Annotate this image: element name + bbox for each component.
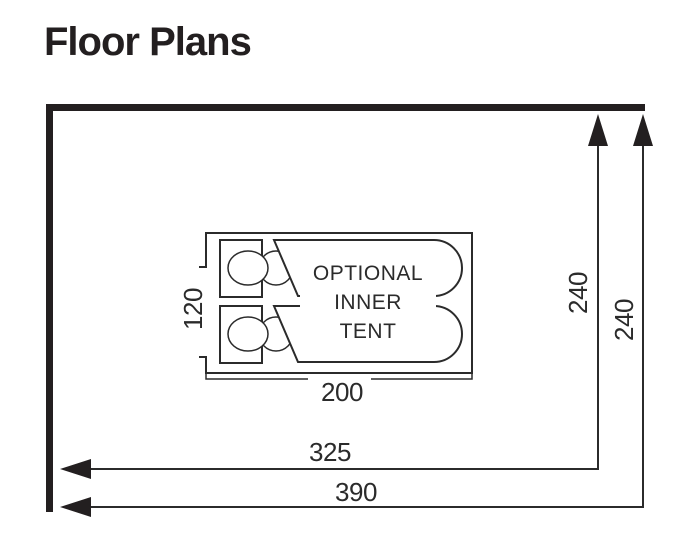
dim-label-width-outer-390: 390	[335, 477, 377, 507]
dim-label-tent-depth-120: 120	[178, 288, 208, 330]
dim-label-depth-outer-240: 240	[609, 299, 639, 341]
dim-label-width-inner-325: 325	[309, 437, 351, 467]
inner-tent-outline	[199, 232, 473, 374]
dim-label-depth-inner-240: 240	[563, 272, 593, 314]
inner-tent-width-dim-line	[205, 373, 473, 380]
dim-line-inner	[90, 144, 599, 470]
head-icon	[227, 250, 269, 286]
head-icon	[227, 316, 269, 352]
inner-tent-label: OPTIONAL INNER TENT	[300, 259, 436, 346]
arrowhead-left-inner-icon	[60, 459, 91, 479]
dim-label-tent-width-200: 200	[321, 377, 363, 407]
arrowhead-up-inner-icon	[588, 114, 608, 146]
arrowhead-left-outer-icon	[60, 497, 91, 517]
dim-line-outer	[90, 144, 644, 508]
page-title: Floor Plans	[44, 20, 252, 64]
arrowhead-up-outer-icon	[633, 114, 653, 146]
